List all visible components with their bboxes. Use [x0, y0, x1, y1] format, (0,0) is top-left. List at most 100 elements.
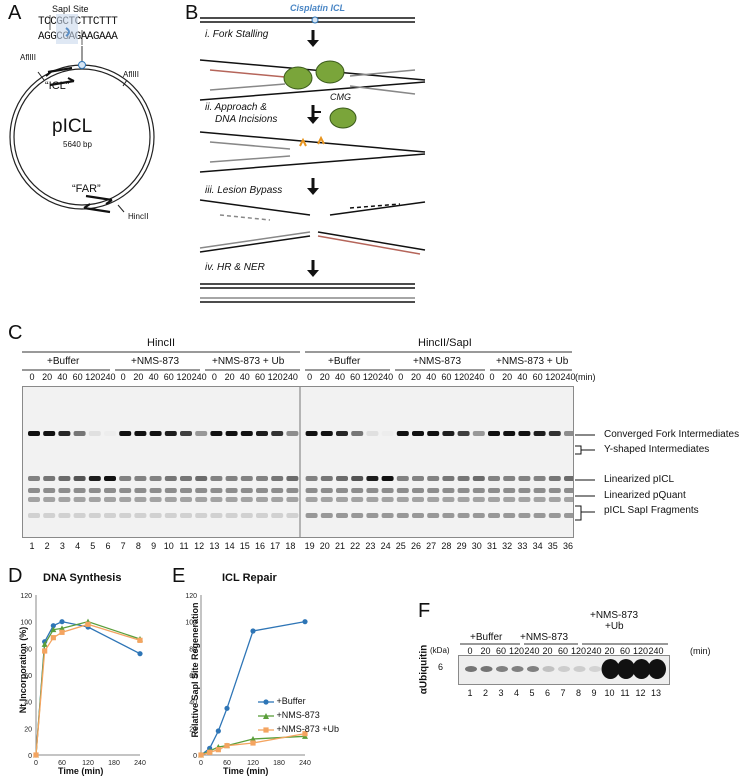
gel-f-lane-number: 2: [482, 688, 489, 698]
gel-c-band: [564, 513, 576, 518]
gel-f-timepoint: 20: [542, 646, 553, 656]
gel-f-header-lines: [460, 643, 668, 645]
gel-f-band: [465, 666, 477, 672]
gel-c-band: [88, 497, 101, 502]
gel-c-timepoint: 0: [211, 372, 217, 382]
gel-c-timepoint: 40: [239, 372, 250, 382]
data-point: [50, 623, 56, 629]
gel-c-timepoint: 60: [163, 372, 174, 382]
gel-f-timepoint: 240: [586, 646, 602, 656]
gel-c-timepoint: 20: [410, 372, 422, 382]
band-linearized-picl: Linearized pICL: [604, 474, 675, 485]
gel-c-image: [22, 386, 576, 538]
gel-c-band: [256, 497, 268, 502]
gel-c-header-lines: [22, 351, 572, 371]
gel-f-lane-number: 13: [650, 688, 662, 698]
data-point: [50, 626, 57, 633]
gel-c-band: [488, 431, 500, 436]
series-line: [35, 623, 141, 756]
data-point: [42, 648, 48, 654]
gel-c-band: [119, 497, 132, 502]
gel-c-band: [28, 431, 40, 436]
gel-c-timepoint: 240: [191, 372, 207, 382]
gel-c-band: [119, 431, 132, 436]
gel-c-band: [518, 513, 531, 518]
x-tick-label: 0: [199, 760, 203, 767]
gel-c-timepoint: 0: [120, 372, 126, 382]
gel-f-lane-number: 8: [575, 688, 582, 698]
gel-c-band: [351, 476, 364, 481]
gel-c-band: [256, 431, 268, 436]
step-approach: ii. Approach &: [205, 102, 267, 113]
gel-c-band: [503, 431, 516, 436]
gel-f-band: [632, 659, 651, 679]
legend-label: +NMS-873 +Ub: [274, 724, 340, 734]
gel-c-band: [225, 488, 238, 493]
data-point: [302, 619, 308, 625]
plasmid-size: 5640 bp: [63, 140, 92, 149]
chart-d-ylabel: Nt Incorporation (%): [18, 626, 28, 714]
gel-c-band: [305, 476, 318, 481]
gel-f-timepoint: 120: [632, 646, 649, 656]
gel-c-band: [472, 497, 485, 502]
gel-c-band: [58, 476, 71, 481]
series-line: [200, 621, 306, 756]
gel-f-band: [496, 666, 508, 672]
gel-c-lane-number: 36: [562, 541, 574, 551]
step-incisions: DNA Incisions: [215, 114, 278, 125]
gel-c-band: [381, 476, 394, 481]
gel-c-band: [28, 497, 40, 502]
gel-c-band: [564, 431, 576, 436]
gel-f-lane-number: 5: [529, 688, 535, 698]
afliii-right-label: AflIII: [123, 70, 140, 79]
repair-model-diagram: [199, 16, 426, 303]
gel-c-timepoint: 20: [133, 372, 144, 382]
gel-f-timepoint: 0: [467, 646, 473, 656]
gel-c-band: [320, 513, 333, 518]
gel-c-band: [548, 476, 561, 481]
gel-f-lane-number: 9: [591, 688, 597, 698]
gel-c-band: [412, 488, 424, 493]
gel-c-band: [104, 431, 116, 436]
panel-a-letter: A: [8, 2, 22, 24]
far-primer-label: “FAR”: [72, 183, 101, 195]
gel-c-timepoint: 20: [42, 372, 53, 382]
cond-c-5: +NMS-873: [413, 356, 462, 367]
gel-c-band: [336, 497, 348, 502]
gel-f-kda: (kDa): [430, 646, 450, 655]
data-point: [50, 635, 56, 641]
gel-f-timepoint: 20: [480, 646, 491, 656]
gel-f-band: [542, 666, 555, 672]
gel-f-timepoint: 120: [570, 646, 587, 656]
gel-c-band: [351, 431, 364, 436]
y-tick-label: 80: [189, 646, 197, 653]
gel-c-band: [457, 476, 470, 481]
y-tick-label: 60: [24, 673, 32, 680]
gel-c-timepoint: 120: [176, 372, 192, 382]
x-tick-label: 0: [34, 760, 38, 767]
gel-c-band: [381, 513, 394, 518]
gel-c-band: [488, 488, 500, 493]
gel-c-band: [427, 513, 440, 518]
gel-c-band: [119, 488, 132, 493]
data-point: [198, 752, 204, 758]
band-converged-fork: Converged Fork Intermediates: [604, 429, 740, 440]
gel-c-band: [488, 476, 500, 481]
gel-c-timepoint: 60: [254, 372, 266, 382]
gel-c-band: [271, 488, 284, 493]
gel-c-lane-number: 2: [44, 541, 50, 551]
gel-c-band: [180, 497, 192, 502]
gel-c-band: [396, 431, 409, 436]
gel-c-band: [442, 476, 455, 481]
legend-label: +NMS-873: [274, 710, 320, 720]
data-point: [59, 619, 65, 625]
legend-entry: +NMS-873: [258, 710, 320, 720]
gel-c-band: [271, 497, 284, 502]
gel-c-band: [164, 497, 177, 502]
gel-c-band: [88, 513, 101, 518]
x-tick-label: 60: [58, 760, 66, 767]
cond-c-1: +Buffer: [47, 356, 80, 367]
panel-e-letter: E: [172, 565, 186, 587]
sapi-site-label: SapI Site: [52, 4, 89, 14]
gel-c-lane-number: 32: [502, 541, 513, 551]
